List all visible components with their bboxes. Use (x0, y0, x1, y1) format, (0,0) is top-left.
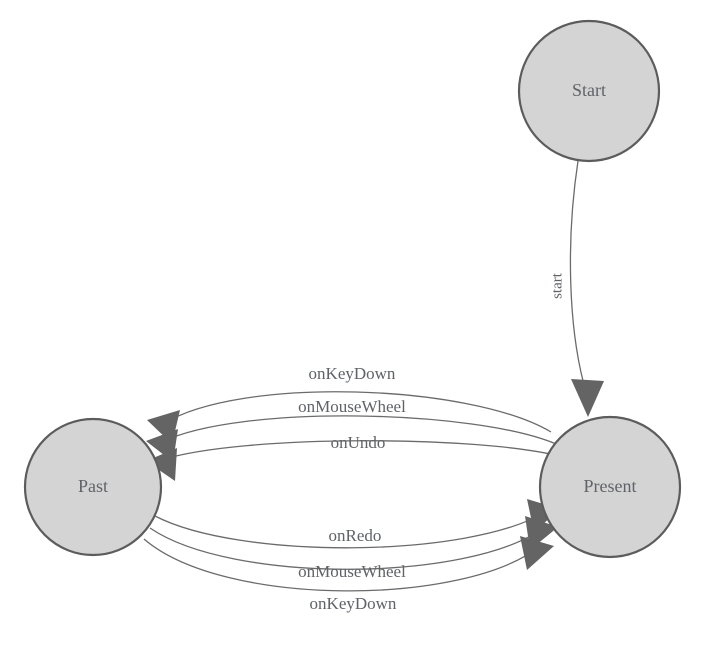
node-past-circle[interactable] (23, 417, 163, 557)
edge-label-start: start (549, 272, 565, 299)
edge-path-present-past-2 (161, 415, 557, 445)
arrowhead-past-present-3 (520, 536, 554, 570)
arrowhead-start-present (571, 379, 604, 417)
node-start[interactable]: Start (517, 19, 661, 163)
edge-path-present-past-3 (160, 440, 560, 461)
edge-start-to-present: start (549, 160, 604, 417)
edge-label-past-present-3: onKeyDown (310, 594, 397, 613)
edge-path-present-past-1 (162, 391, 552, 433)
edge-label-past-present-2: onMouseWheel (298, 562, 406, 581)
edge-label-present-past-2: onMouseWheel (298, 397, 406, 416)
edge-path-past-present-1 (154, 511, 546, 549)
node-present-circle[interactable] (538, 415, 682, 559)
node-start-label: Start (572, 80, 606, 100)
node-present[interactable]: Present (538, 415, 682, 559)
arrowhead-present-past-3 (146, 448, 177, 481)
edge-label-present-past-1: onKeyDown (309, 364, 396, 383)
edge-path-start-present (569, 160, 587, 393)
edge-present-to-past-onundo: onUndo (146, 433, 560, 481)
node-past-label: Past (78, 476, 108, 496)
edge-path-past-present-3 (143, 538, 541, 592)
edge-label-past-present-1: onRedo (329, 526, 382, 545)
edge-label-present-past-3: onUndo (331, 433, 386, 452)
edge-path-past-present-2 (149, 527, 544, 570)
node-start-circle[interactable] (517, 19, 661, 163)
edge-present-to-past-onmousewheel: onMouseWheel (146, 397, 557, 462)
edge-past-to-present-onredo: onRedo (154, 499, 560, 549)
edge-past-to-present-onkeydown: onKeyDown (143, 536, 554, 613)
node-present-label: Present (584, 476, 637, 496)
node-past[interactable]: Past (23, 417, 163, 557)
